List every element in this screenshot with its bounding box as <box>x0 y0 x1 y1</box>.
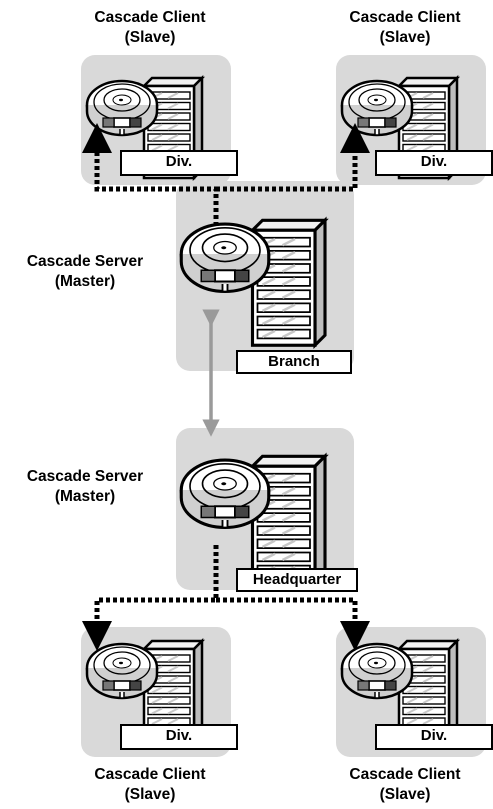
client-bottom-right-mode: (Slave) <box>379 786 431 803</box>
server-headquarter-caption: Cascade Server (Master) <box>5 467 165 507</box>
client-bottom-right-role: Cascade Client <box>349 766 461 783</box>
client-bottom-right-tag: Div. <box>375 724 493 750</box>
client-top-left-caption: Cascade Client (Slave) <box>70 8 230 48</box>
client-bottom-left-caption: Cascade Client (Slave) <box>70 765 230 805</box>
client-bottom-right-caption: Cascade Client (Slave) <box>325 765 485 805</box>
client-top-left-tag: Div. <box>120 150 238 176</box>
client-top-right-caption: Cascade Client (Slave) <box>325 8 485 48</box>
headquarter-to-client-bottom-right-link <box>216 597 370 651</box>
client-top-right-mode: (Slave) <box>379 29 431 46</box>
server-rack-icon <box>248 216 329 350</box>
conference-phone-icon <box>340 642 414 700</box>
client-bottom-left-tag: Div. <box>120 724 238 750</box>
server-headquarter-tag: Headquarter <box>236 568 358 592</box>
server-branch-role: Cascade Server <box>26 253 144 270</box>
conference-phone-icon <box>179 458 271 530</box>
client-top-left-mode: (Slave) <box>124 29 176 46</box>
server-branch-caption: Cascade Server (Master) <box>5 252 165 292</box>
client-top-right-role: Cascade Client <box>349 9 461 26</box>
conference-phone-icon <box>179 222 271 294</box>
conference-phone-icon <box>85 642 159 700</box>
server-headquarter-role: Cascade Server <box>26 468 144 485</box>
client-bottom-left-mode: (Slave) <box>124 786 176 803</box>
server-branch-tag: Branch <box>236 350 352 374</box>
server-headquarter-mode: (Master) <box>54 488 116 505</box>
client-top-left-role: Cascade Client <box>94 9 206 26</box>
headquarter-to-client-bottom-left-link <box>82 545 219 651</box>
client-top-right-tag: Div. <box>375 150 493 176</box>
server-branch-mode: (Master) <box>54 273 116 290</box>
client-bottom-left-role: Cascade Client <box>94 766 206 783</box>
